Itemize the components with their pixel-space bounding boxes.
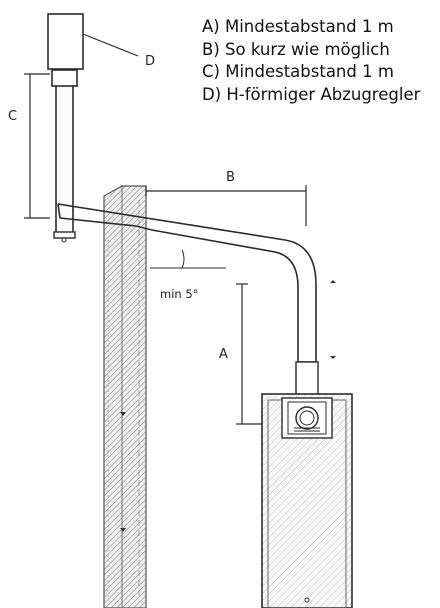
label-b: B xyxy=(226,170,235,185)
legend-item-d: D) H-förmiger Abzugregler xyxy=(202,84,421,104)
dimension-a xyxy=(236,283,262,425)
dimension-b xyxy=(145,185,307,226)
dimension-c xyxy=(24,73,50,219)
label-d: D xyxy=(145,54,155,69)
label-a: A xyxy=(219,347,228,362)
legend: A) Mindestabstand 1 m B) So kurz wie mög… xyxy=(202,16,420,106)
tick-markers xyxy=(120,280,336,532)
legend-item-b: B) So kurz wie möglich xyxy=(202,39,390,59)
legend-item-c: C) Mindestabstand 1 m xyxy=(202,62,394,81)
regulator-leader-line xyxy=(82,33,139,57)
stove xyxy=(261,393,353,608)
legend-item-a: A) Mindestabstand 1 m xyxy=(202,17,394,36)
chimney-pipe xyxy=(51,69,78,243)
angle-indicator xyxy=(150,249,226,269)
wall xyxy=(103,185,147,608)
draft-regulator xyxy=(47,13,84,70)
label-c: C xyxy=(8,109,17,124)
label-min-angle: min 5° xyxy=(160,287,198,301)
flue-pipe xyxy=(57,203,319,397)
